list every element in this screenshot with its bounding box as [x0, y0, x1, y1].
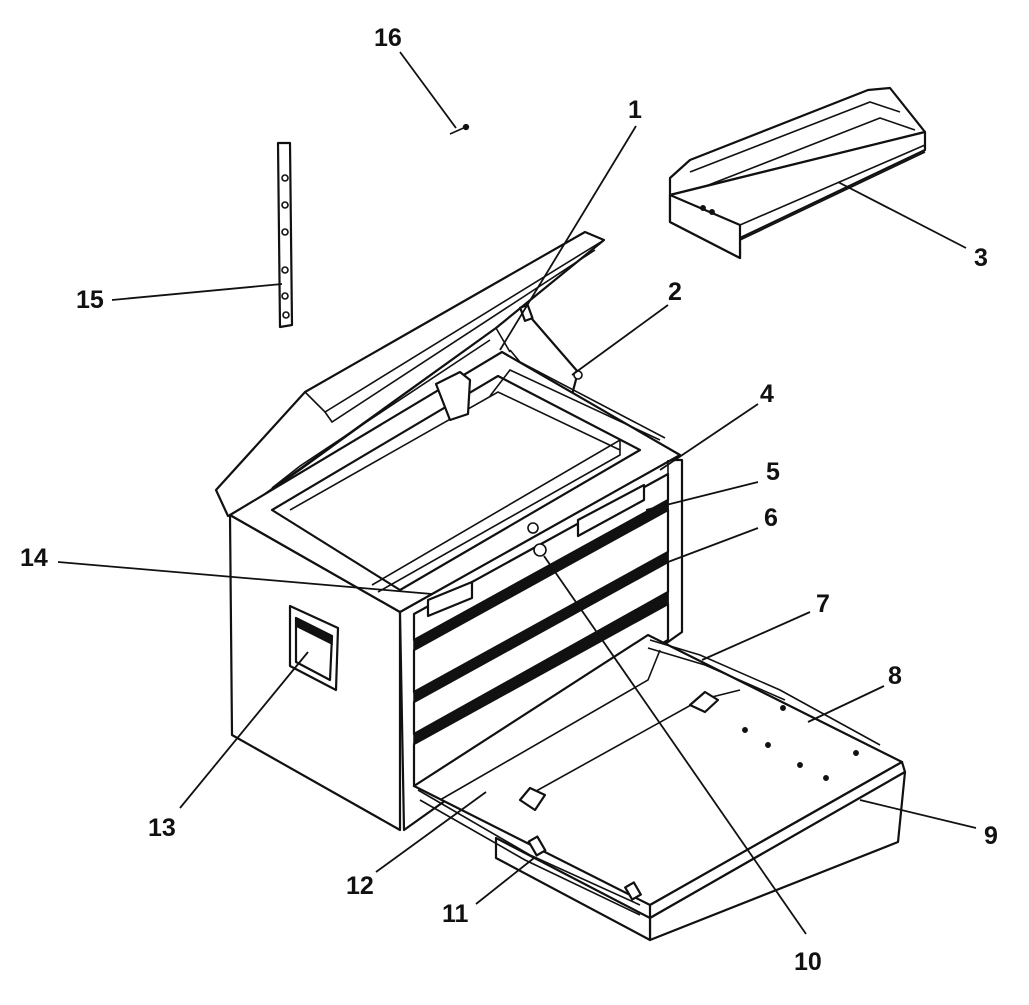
leader-2 — [571, 304, 669, 376]
leader-7 — [701, 611, 811, 661]
drawer-stack — [412, 472, 670, 788]
leader-3 — [837, 181, 967, 249]
leader-16 — [399, 51, 457, 129]
callout-3: 3 — [974, 244, 988, 272]
side-handle — [288, 604, 340, 692]
leader-6 — [667, 527, 759, 563]
callout-labels: 1 2 3 4 5 6 7 8 9 10 11 12 13 14 15 16 — [20, 24, 998, 976]
callout-10: 10 — [794, 948, 822, 976]
callout-4: 4 — [760, 380, 774, 408]
screw — [449, 123, 470, 135]
leader-4 — [659, 403, 759, 471]
callout-13: 13 — [148, 814, 176, 842]
leader-15 — [111, 283, 283, 301]
callout-7: 7 — [816, 590, 830, 618]
callout-11: 11 — [442, 900, 469, 928]
leader-1 — [499, 125, 637, 351]
hinge-strip — [276, 141, 294, 329]
callout-12: 12 — [346, 872, 374, 900]
callout-6: 6 — [764, 504, 778, 532]
callout-2: 2 — [668, 278, 682, 306]
leader-14 — [57, 561, 433, 595]
callout-16: 16 — [374, 24, 402, 52]
leader-12 — [375, 791, 487, 873]
callout-15: 15 — [76, 286, 104, 314]
open-drawer — [412, 633, 907, 942]
tool-tray — [668, 86, 927, 260]
callout-9: 9 — [984, 822, 998, 850]
leader-10 — [543, 555, 807, 935]
leader-lines — [57, 51, 977, 935]
callout-5: 5 — [766, 458, 780, 486]
callout-1: 1 — [628, 96, 642, 124]
leader-13 — [179, 651, 309, 809]
leader-5 — [645, 481, 759, 511]
leader-8 — [807, 685, 885, 723]
leader-11 — [475, 857, 535, 905]
callout-8: 8 — [888, 662, 902, 690]
leader-9 — [859, 799, 977, 829]
callout-14: 14 — [20, 544, 48, 572]
